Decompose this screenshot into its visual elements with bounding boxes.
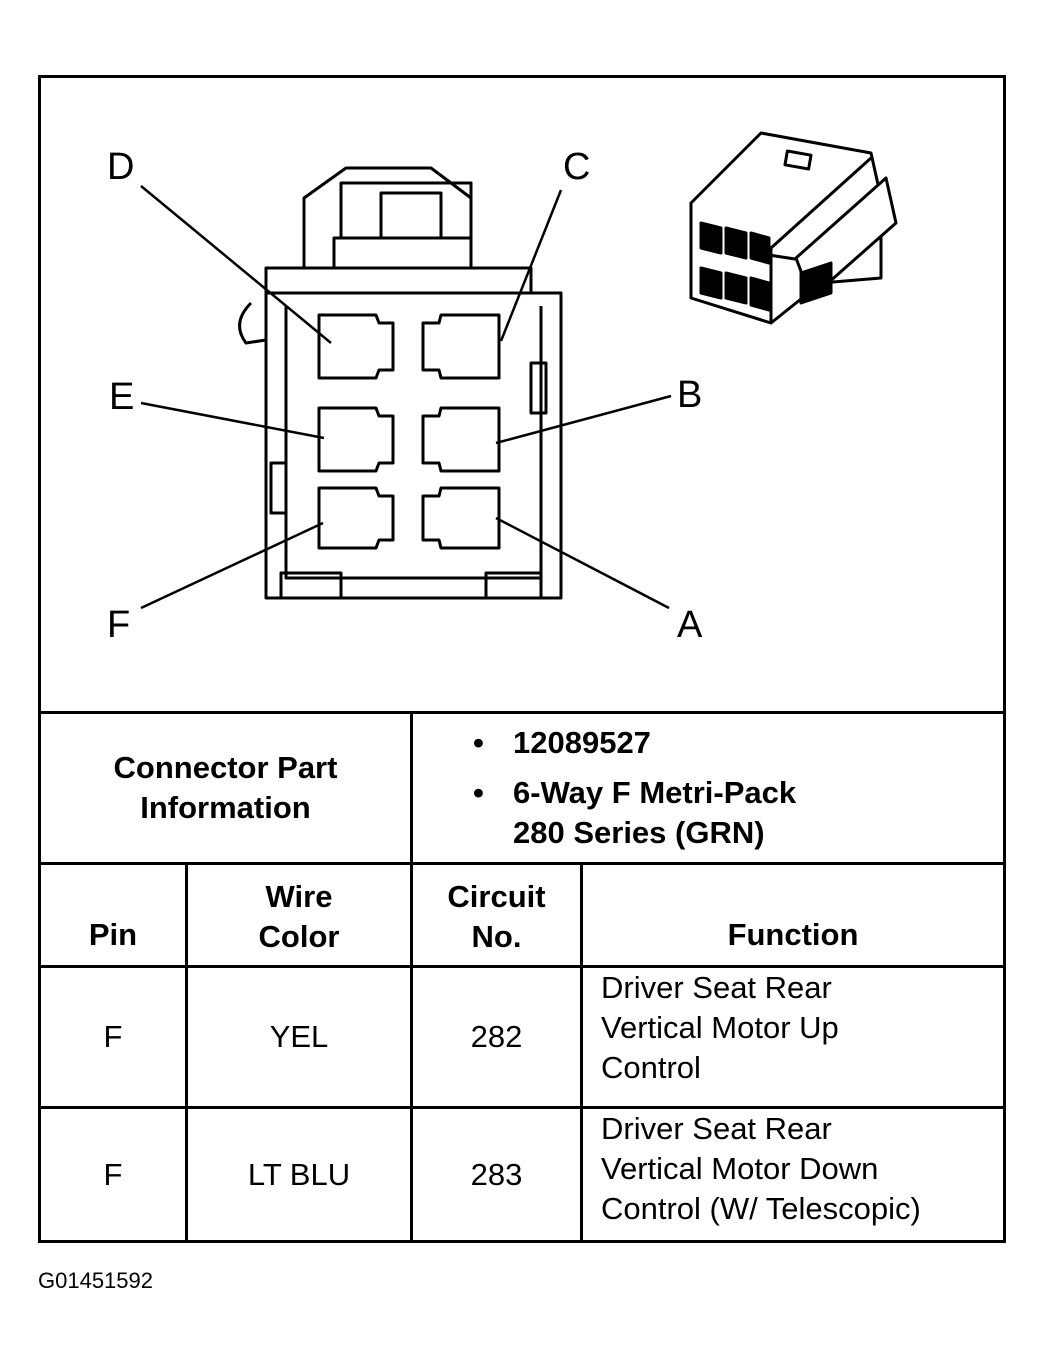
- header-pin: Pin: [88, 917, 138, 952]
- part-number-item: • 12089527: [473, 723, 796, 763]
- header-circuit: Circuit No.: [413, 865, 580, 965]
- pin-label-a: A: [677, 604, 703, 646]
- header-wire-color-line1: Wire: [265, 879, 333, 914]
- header-function: Function: [727, 917, 859, 952]
- connector-info-label: Connector Part Information: [41, 714, 410, 862]
- connector-3d-icon: [689, 131, 898, 325]
- header-circuit-line1: Circuit: [447, 879, 546, 914]
- part-number: 12089527: [513, 725, 651, 760]
- description-line1: 6-Way F Metri-Pack: [513, 775, 797, 810]
- row1-wire-color: YEL: [269, 1019, 329, 1054]
- col-divider-3: [580, 862, 583, 1243]
- row-divider-rule: [41, 1106, 1003, 1109]
- row2-function-line3: Control (W/ Telescopic): [601, 1191, 921, 1226]
- info-divider-rule: [410, 711, 413, 865]
- header-wire-color: Wire Color: [188, 865, 410, 965]
- row1-function-line1: Driver Seat Rear: [601, 970, 832, 1005]
- connector-info-label-line2: Information: [140, 790, 311, 825]
- header-circuit-line2: No.: [471, 919, 522, 954]
- connector-face-diagram: [140, 131, 898, 610]
- row1-pin: F: [103, 1019, 123, 1054]
- col-divider-1: [185, 862, 188, 1243]
- col-divider-2: [410, 862, 413, 1243]
- connector-sheet-frame: D C E B F A Connector Part Information •…: [38, 75, 1006, 1243]
- table-top-rule: [41, 711, 1003, 714]
- row2-pin: F: [103, 1156, 123, 1192]
- pin-label-c: C: [563, 146, 591, 188]
- bullet-icon: •: [473, 725, 484, 760]
- pin-label-f: F: [107, 604, 131, 646]
- row2-function: Driver Seat Rear Vertical Motor Down Con…: [583, 1109, 1003, 1240]
- row2-circuit: 283: [470, 1156, 523, 1192]
- description-line2: 280 Series (GRN): [513, 815, 765, 850]
- pin-label-b: B: [677, 374, 703, 416]
- row1-function: Driver Seat Rear Vertical Motor Up Contr…: [583, 968, 1003, 1106]
- row2-function-line2: Vertical Motor Down: [601, 1151, 879, 1186]
- row2-wire-color: LT BLU: [247, 1156, 351, 1192]
- bullet-icon: •: [473, 775, 484, 810]
- description-item: • 6-Way F Metri-Pack 280 Series (GRN): [473, 773, 796, 853]
- row1-circuit: 282: [470, 1019, 523, 1054]
- info-bottom-rule: [41, 862, 1003, 865]
- row2-function-line1: Driver Seat Rear: [601, 1111, 832, 1146]
- row1-function-line2: Vertical Motor Up: [601, 1010, 839, 1045]
- header-wire-color-line2: Color: [258, 919, 340, 954]
- row1-function-line3: Control: [601, 1050, 701, 1085]
- figure-id: G01451592: [38, 1268, 153, 1293]
- connector-info-list: • 12089527 • 6-Way F Metri-Pack 280 Seri…: [473, 723, 796, 853]
- connector-info-label-line1: Connector Part: [113, 750, 338, 785]
- pin-label-e: E: [109, 376, 135, 418]
- header-bottom-rule: [41, 965, 1003, 968]
- pin-label-d: D: [107, 146, 135, 188]
